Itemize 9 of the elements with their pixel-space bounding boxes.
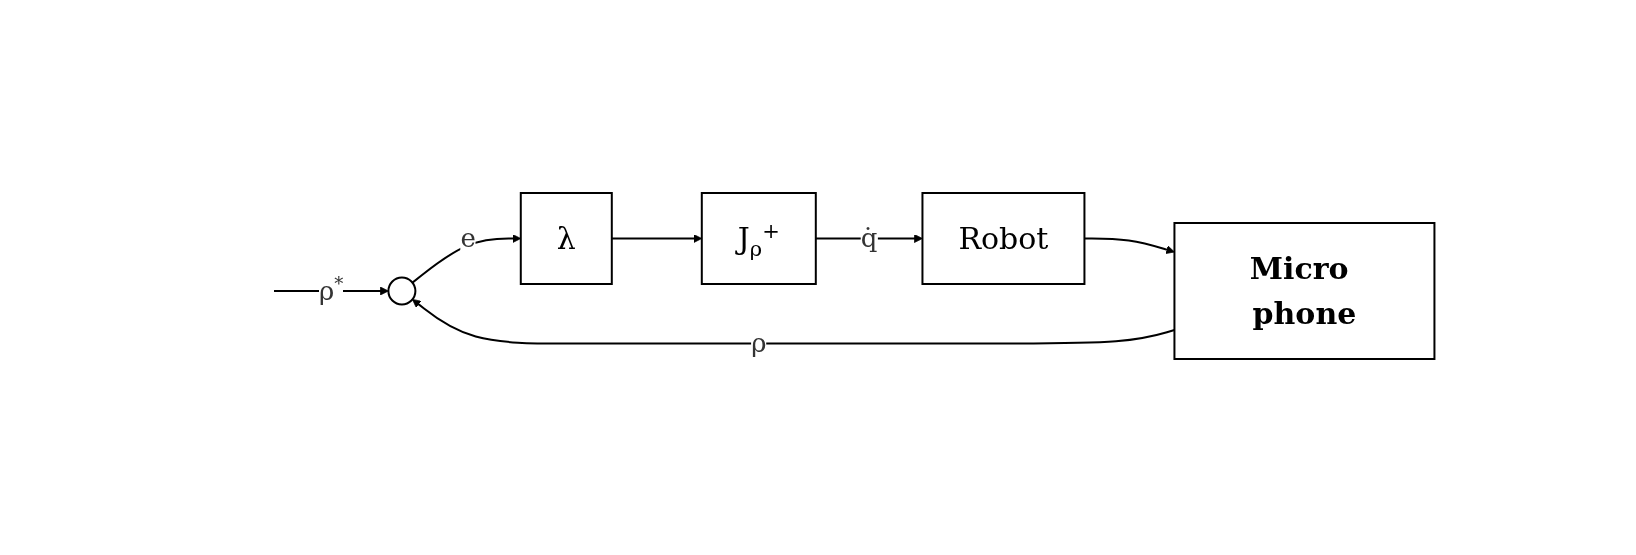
node-box: Robot — [921, 191, 1086, 285]
node-box: Micro phone — [1173, 221, 1436, 360]
arrow — [411, 233, 521, 284]
edge-label: ρ$^{*}$ — [318, 272, 344, 305]
node-box: λ — [519, 191, 613, 285]
edge-label: q̇ — [860, 222, 878, 253]
edge-label: ρ — [750, 327, 767, 358]
edge-label: e — [460, 222, 476, 253]
node-circle — [387, 276, 417, 305]
